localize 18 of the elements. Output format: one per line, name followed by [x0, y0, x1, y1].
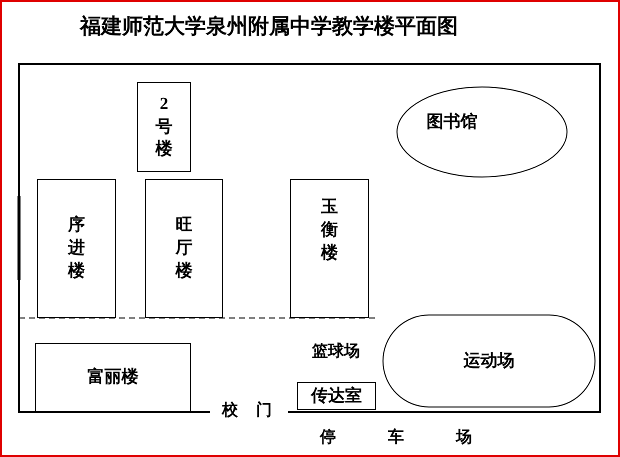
map-title: 福建师范大学泉州附属中学教学楼平面图: [80, 13, 458, 40]
building-name: 富丽楼: [88, 366, 138, 388]
building-name: 旺厅楼: [174, 214, 194, 282]
building-block: [137, 82, 191, 172]
building-name: 玉衡楼: [320, 196, 339, 264]
building-name: 运动场: [464, 350, 514, 372]
building-name: 传达室: [311, 384, 362, 407]
building-block: [297, 382, 376, 410]
building-name: 2号楼: [154, 92, 174, 160]
area-label: 篮球场: [312, 342, 360, 362]
gate-label: 校门: [222, 400, 290, 421]
building-block: [37, 179, 116, 318]
building-name: 序进楼: [67, 214, 86, 282]
building-block: [290, 179, 369, 318]
area-label: 停车场: [320, 427, 524, 448]
building-block: [35, 343, 191, 412]
building-block: [145, 179, 223, 318]
building-name: 图书馆: [426, 110, 478, 133]
